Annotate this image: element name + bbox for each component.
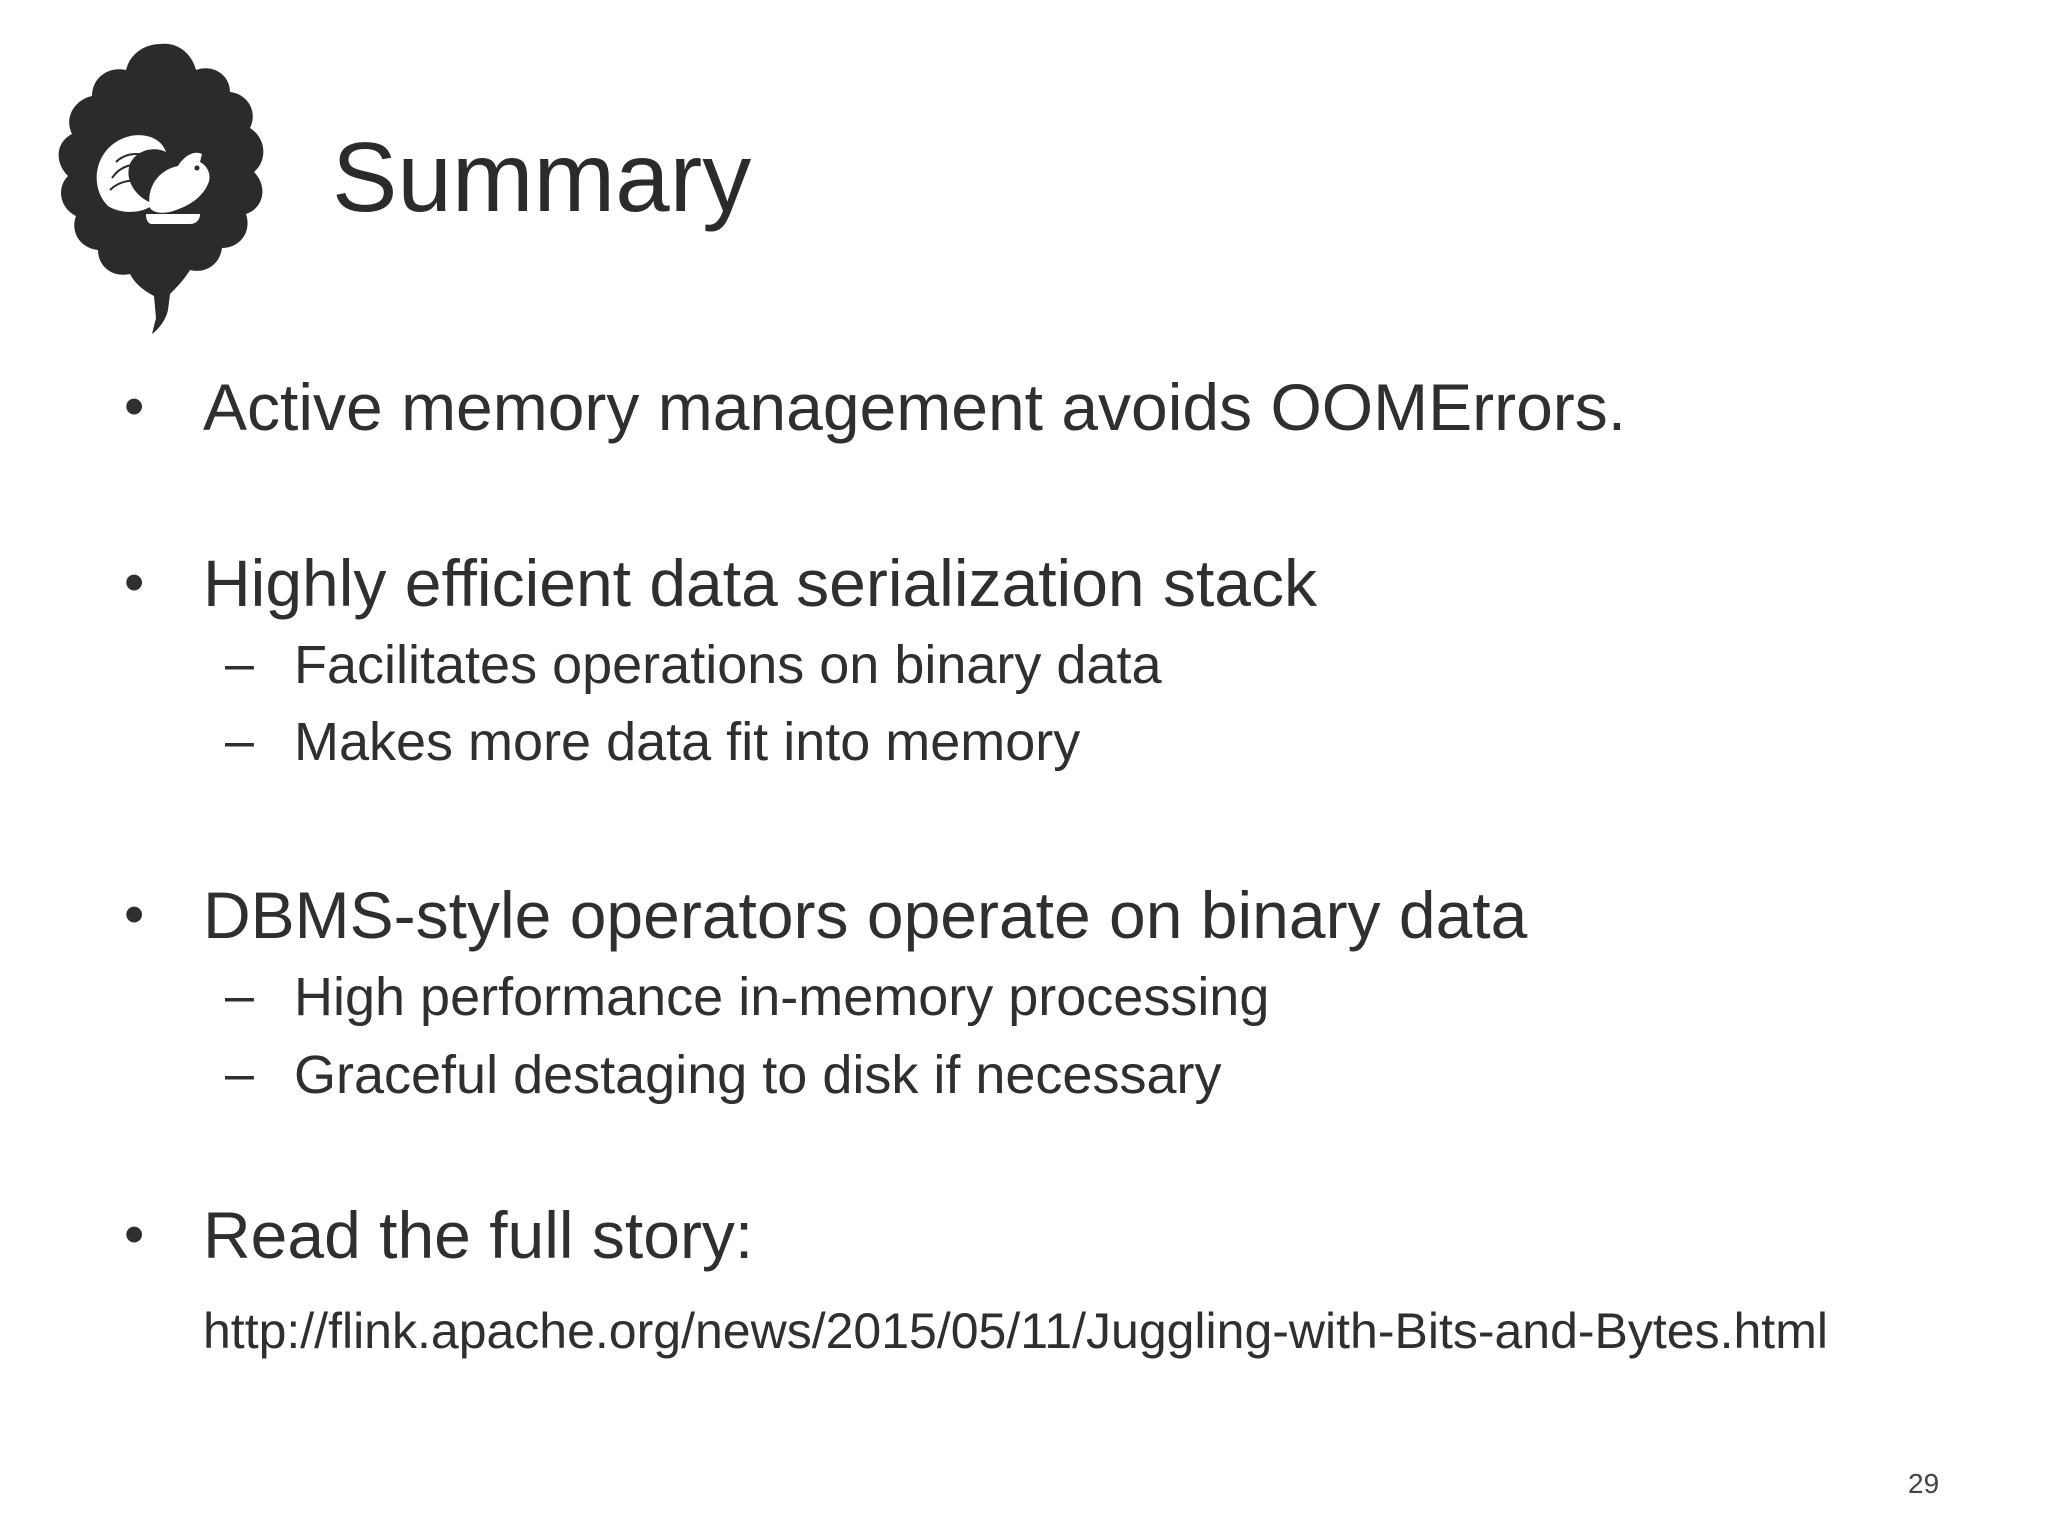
bullet-text: Read the full story: <box>203 1198 754 1272</box>
sub-bullet-glyph: – <box>225 1045 254 1103</box>
sub-bullet-text: Graceful destaging to disk if necessary <box>294 1045 1222 1105</box>
slide-title: Summary <box>332 122 752 232</box>
story-link[interactable]: http://flink.apache.org/news/2015/05/11/… <box>203 1303 1828 1359</box>
sub-bullet-text: Facilitates operations on binary data <box>294 635 1162 695</box>
sub-bullet-text: Makes more data fit into memory <box>294 712 1081 772</box>
bullet-glyph: • <box>124 1202 145 1267</box>
bullet-text: Highly efficient data serialization stac… <box>203 546 1318 620</box>
sub-bullet-text: High performance in-memory processing <box>294 967 1270 1027</box>
oak-leaf-squirrel-icon <box>50 38 272 340</box>
bullet-glyph: • <box>124 550 145 615</box>
sub-bullet-glyph: – <box>225 635 254 693</box>
sub-bullet-glyph: – <box>225 967 254 1025</box>
bullet-glyph: • <box>124 882 145 947</box>
page-number: 29 <box>1908 1468 1940 1499</box>
sub-bullet-glyph: – <box>225 712 254 770</box>
bullet-glyph: • <box>124 374 145 439</box>
bullet-text: Active memory management avoids OOMError… <box>203 370 1627 444</box>
bullet-text: DBMS-style operators operate on binary d… <box>203 878 1528 952</box>
